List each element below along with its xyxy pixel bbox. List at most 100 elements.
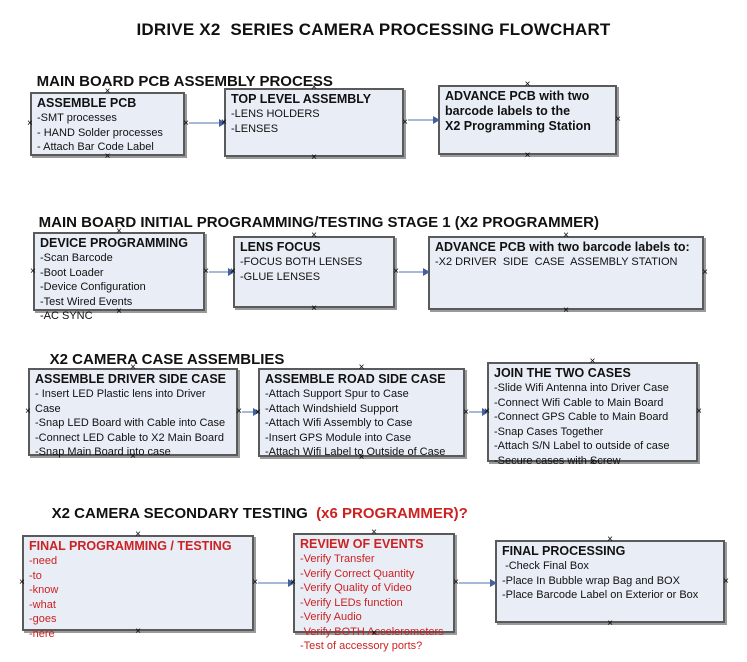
box-item: -Secure cases with Screw [494,454,621,467]
box-item: -Verify Correct Quantity [300,567,415,580]
box-item: -what [29,598,56,611]
box-item: -Snap Cases Together [494,425,604,438]
box-item: -Verify Transfer [300,553,375,565]
box-item: - HAND Solder processes [37,126,163,139]
box-item: -FOCUS BOTH LENSES [240,256,363,268]
box-final-programming-testing: × × × × FINAL PROGRAMMING / TESTING -nee… [19,530,258,640]
box-lens-focus: × × × × LENS FOCUS -FOCUS BOTH LENSES -G… [230,231,399,314]
connection-handle-icon: × [25,406,31,417]
box-item: -Connect Wifi Cable to Main Board [494,396,664,409]
box-item: -Attach S/N Label to outside of case [494,440,670,453]
connection-handle-icon: × [19,577,25,588]
box-item: -need [29,555,58,567]
box-title: FINAL PROGRAMMING / TESTING [29,539,232,553]
box-item: -Boot Loader [40,266,104,279]
box-item: -Connect LED Cable to X2 Main Board [35,431,224,444]
box-title: ASSEMBLE ROAD SIDE CASE [265,372,446,386]
heading-red-note: (x6 PROGRAMMER)? [311,505,468,522]
box-item: -Verify LEDs function [300,596,403,609]
connection-handle-icon: × [311,152,317,163]
box-title: DEVICE PROGRAMMING [40,236,188,250]
box-title: LENS FOCUS [240,240,321,254]
box-item: -Verify Audio [300,611,362,624]
box-title: REVIEW OF EVENTS [300,537,424,551]
box-assemble-driver-side-case: × × × × ASSEMBLE DRIVER SIDE CASE - Inse… [25,363,242,462]
box-item: -Verify BOTH Accelerometers [300,625,444,638]
box-title: ADVANCE PCB with two barcode labels to: [435,240,690,254]
connection-handle-icon: × [589,356,596,367]
connection-handle-icon: × [723,575,729,587]
box-item: -Attach Support Spur to Case [265,388,409,400]
flow-arrow [408,116,440,124]
box-item: -Snap LED Board with Cable into Case [35,417,226,430]
connection-handle-icon: × [311,303,317,314]
box-title: JOIN THE TWO CASES [494,366,631,380]
section-heading-initial-programming: MAIN BOARD INITIAL PROGRAMMING/TESTING S… [38,214,599,231]
connection-handle-icon: × [104,151,111,162]
connection-handle-icon: × [615,114,621,125]
flow-arrow [189,119,226,127]
connection-handle-icon: × [27,118,33,129]
connection-handle-icon: × [524,150,531,161]
box-item: -SMT processes [37,112,117,124]
box-title: ASSEMBLE PCB [37,96,137,110]
box-title: ADVANCE PCB with two barcode labels to t… [445,89,591,133]
box-title: TOP LEVEL ASSEMBLY [231,92,372,106]
box-review-of-events: × × × × REVIEW OF EVENTS -Verify Transfe… [290,528,459,653]
box-item: -Snap Main Board into case [35,446,171,459]
box-item: -GLUE LENSES [240,270,321,283]
box-item: -Scan Barcode [40,252,113,264]
box-advance-pcb-programming-station: × × × ADVANCE PCB with two barcode label… [438,79,621,161]
connection-handle-icon: × [30,265,36,277]
box-item: - Insert LED Plastic lens into Driver Ca… [35,388,209,415]
connection-handle-icon: × [358,362,365,373]
box-item: -Place In Bubble wrap Bag and BOX [502,574,680,587]
box-item: -LENS HOLDERS [231,108,320,120]
box-item: -Attach Windshield Support [265,402,399,415]
box-item: -Attach Wifi Label to Outside of Case [265,446,446,459]
box-assemble-pcb: × × × × ASSEMBLE PCB -SMT processes - HA… [27,87,189,162]
box-title: ASSEMBLE DRIVER SIDE CASE [35,372,227,386]
box-title: FINAL PROCESSING [502,544,626,558]
box-item: -Test of accessory ports? [300,640,423,653]
flow-arrow [242,408,260,416]
box-advance-pcb-driver-side: × × × ADVANCE PCB with two barcode label… [428,231,708,316]
box-item: -Attach Wifi Assembly to Case [265,417,413,430]
box-device-programming: × × × × DEVICE PROGRAMMING -Scan Barcode… [30,227,209,323]
flow-arrow [258,579,295,587]
page-title: IDRIVE X2 SERIES CAMERA PROCESSING FLOWC… [136,20,611,39]
box-item: -Verify Quality of Video [300,582,412,595]
box-item: -Check Final Box [502,560,589,572]
connection-handle-icon: × [607,618,613,629]
flow-arrow [459,579,497,587]
flow-arrow [209,268,235,276]
box-item: -LENSES [231,122,279,135]
connection-handle-icon: × [563,305,569,316]
section-heading-pcb-assembly: MAIN BOARD PCB ASSEMBLY PROCESS [36,73,333,90]
connection-handle-icon: × [524,79,531,90]
box-top-level-assembly: × × × × TOP LEVEL ASSEMBLY -LENS HOLDERS… [221,83,408,163]
box-assemble-road-side-case: × × × × ASSEMBLE ROAD SIDE CASE -Attach … [255,362,469,463]
connection-handle-icon: × [702,267,708,278]
section-heading-case-assemblies: X2 CAMERA CASE ASSEMBLIES [49,351,285,368]
box-item: -here [29,627,55,640]
box-item: -to [29,569,42,582]
box-join-the-two-cases: × × × × JOIN THE TWO CASES -Slide Wifi A… [484,356,702,468]
box-item: -Test Wired Events [40,295,133,308]
box-item: - Attach Bar Code Label [37,141,154,154]
box-item: -goes [29,613,57,626]
box-item: -X2 DRIVER SIDE CASE ASSEMBLY STATION [435,256,678,268]
box-item: -Insert GPS Module into Case [265,431,412,444]
box-item: -Connect GPS Cable to Main Board [494,411,669,424]
box-item: -Device Configuration [40,281,146,294]
box-item: -know [29,584,59,597]
box-item: -Place Barcode Label on Exterior or Box [502,589,699,602]
box-item: -AC SYNC [40,310,93,323]
flow-arrow [399,268,430,276]
connection-handle-icon: × [607,534,613,545]
flow-arrow [469,408,489,416]
section-heading-secondary-testing: X2 CAMERA SECONDARY TESTING (x6 PROGRAMM… [51,505,468,522]
box-item: -Slide Wifi Antenna into Driver Case [494,382,669,394]
connection-handle-icon: × [696,406,702,417]
